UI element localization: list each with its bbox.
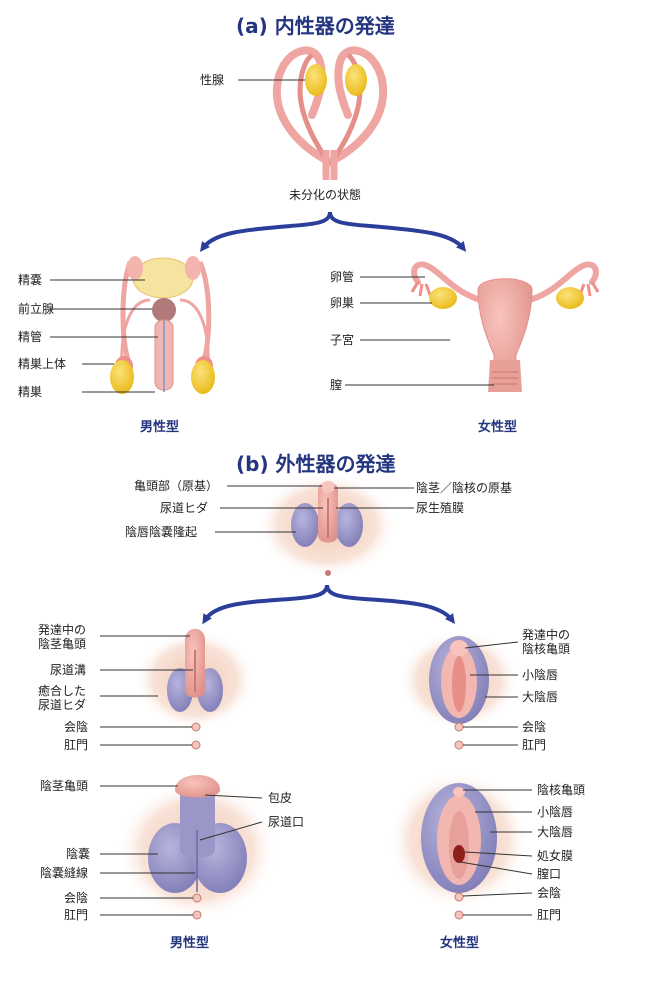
label-developing-glans-penis: 発達中の 陰茎亀頭 <box>38 623 87 651</box>
female-developing-external <box>399 630 519 750</box>
label-testis: 精巣 <box>18 385 43 399</box>
label-glans-clitoris: 陰核亀頭 <box>537 783 586 797</box>
gonad-left <box>305 64 327 96</box>
label-vagina: 膣 <box>330 378 343 392</box>
label-female-internal: 女性型 <box>478 420 518 435</box>
label-female-dev-perineum: 会陰 <box>522 720 547 734</box>
arrow-to-male-external <box>202 584 329 625</box>
label-scrotum: 陰嚢 <box>66 847 91 861</box>
gonad-right <box>345 64 367 96</box>
label-gonad: 性腺 <box>200 73 225 87</box>
female-ovary-right <box>556 287 584 309</box>
label-undifferentiated-internal: 未分化の状態 <box>289 188 362 202</box>
label-vas-deferens: 精管 <box>18 330 43 344</box>
arrow-to-female-external <box>325 584 456 624</box>
label-female-anus: 肛門 <box>537 908 562 922</box>
arrow-to-female-internal <box>328 211 467 252</box>
label-labioscrotal-swelling: 陰唇陰嚢隆起 <box>125 525 198 539</box>
label-scrotal-raphe: 陰嚢縫線 <box>40 866 89 880</box>
label-male-perineum: 会陰 <box>64 891 89 905</box>
label-glans-primordium: 亀頭部（原基） <box>134 479 219 493</box>
label-ovary: 卵巣 <box>330 296 355 310</box>
label-labia-majora: 大陰唇 <box>537 825 574 839</box>
label-vaginal-opening: 膣口 <box>537 867 562 881</box>
label-male-dev-anus: 肛門 <box>64 738 89 752</box>
leader-lines <box>50 79 533 916</box>
label-female-dev-labia-majora: 大陰唇 <box>522 690 559 704</box>
label-female-dev-labia-minora: 小陰唇 <box>522 668 559 682</box>
label-developing-glans-clitoris: 発達中の 陰核亀頭 <box>522 628 571 656</box>
undifferentiated-internal <box>272 46 388 180</box>
male-testis-left <box>110 360 134 394</box>
label-seminal-vesicle: 精嚢 <box>18 273 43 287</box>
label-urethral-meatus: 尿道口 <box>268 815 305 829</box>
male-internal-organs <box>110 256 215 394</box>
label-hymen: 処女膜 <box>537 849 574 863</box>
label-male-dev-perineum: 会陰 <box>64 720 89 734</box>
female-ovary-left <box>429 287 457 309</box>
female-final-external <box>389 770 529 920</box>
label-foreskin: 包皮 <box>268 791 293 805</box>
label-male-external: 男性型 <box>170 936 210 951</box>
label-female-external: 女性型 <box>440 936 480 951</box>
label-epididymis: 精巣上体 <box>18 357 67 371</box>
male-testis-right <box>191 360 215 394</box>
arrow-to-male-internal <box>199 211 332 252</box>
female-internal-organs <box>410 261 600 392</box>
male-developing-external <box>135 628 255 750</box>
label-glans-penis: 陰茎亀頭 <box>40 779 89 793</box>
label-fallopian-tube: 卵管 <box>330 270 355 284</box>
label-fused-urethral-fold: 癒合した 尿道ヒダ <box>38 684 87 712</box>
male-final-external <box>117 775 277 920</box>
label-labia-minora: 小陰唇 <box>537 805 574 819</box>
label-male-internal: 男性型 <box>140 420 180 435</box>
label-prostate: 前立腺 <box>18 302 55 316</box>
section-b-title: (b) 外性器の発達 <box>236 452 396 476</box>
label-male-anus: 肛門 <box>64 908 89 922</box>
label-female-perineum: 会陰 <box>537 886 562 900</box>
label-female-dev-anus: 肛門 <box>522 738 547 752</box>
undifferentiated-external <box>257 473 397 577</box>
section-a-title: (a) 内性器の発達 <box>236 14 395 38</box>
label-urethral-groove: 尿道溝 <box>50 663 87 677</box>
label-uterus: 子宮 <box>330 333 355 347</box>
label-urogenital-membrane: 尿生殖膜 <box>416 501 465 515</box>
label-phallus-primordium: 陰茎／陰核の原基 <box>416 481 513 495</box>
label-urethral-fold: 尿道ヒダ <box>160 501 209 515</box>
